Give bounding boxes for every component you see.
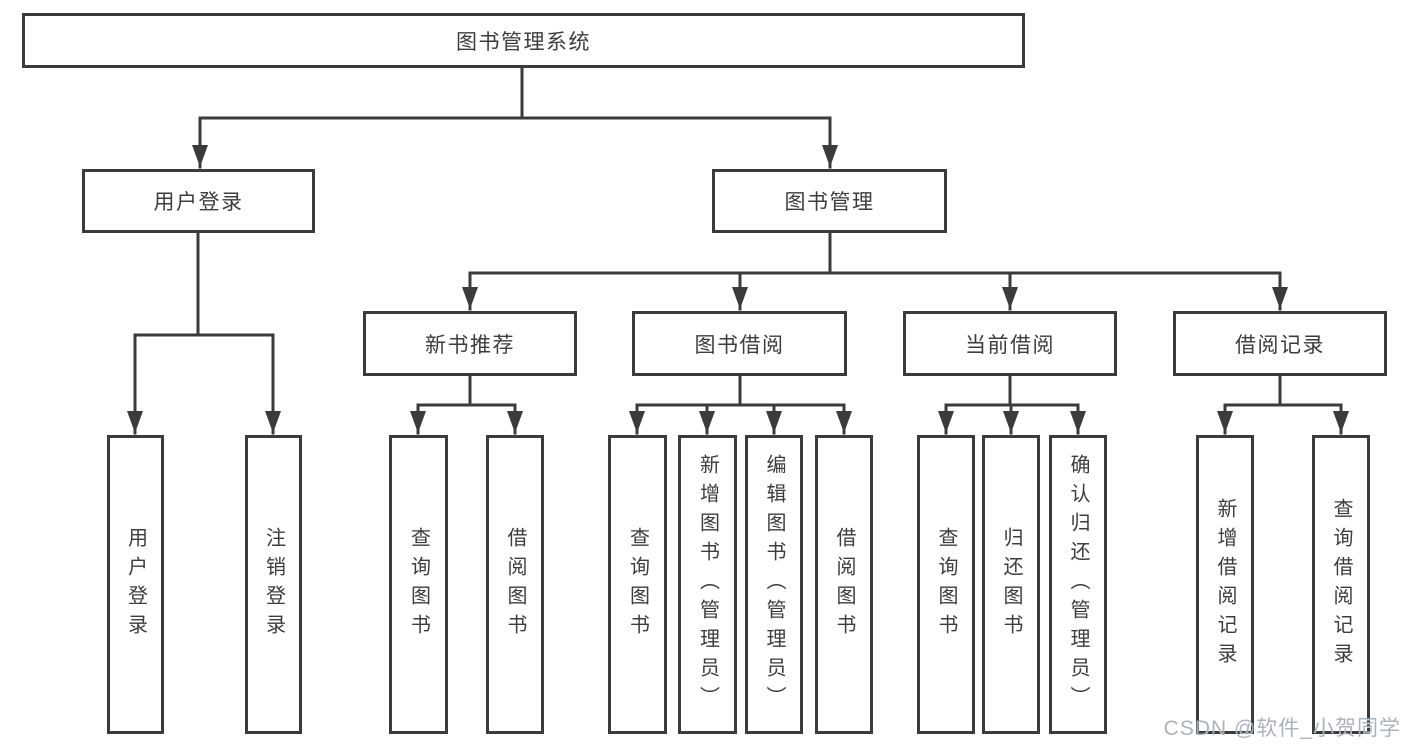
node-library-system: 图书管理系统 — [22, 13, 1025, 68]
leaf-query-books-current: 查询图书 — [917, 435, 975, 734]
leaf-query-borrow-record: 查询借阅记录 — [1312, 435, 1370, 734]
leaf-return-books: 归还图书 — [982, 435, 1040, 734]
leaf-query-books-recommend: 查询图书 — [389, 435, 448, 734]
leaf-confirm-return-admin: 确认归还（管理员） — [1049, 435, 1107, 734]
node-user-login: 用户登录 — [82, 169, 315, 233]
node-new-book-recommend: 新书推荐 — [363, 311, 577, 376]
node-current-borrow: 当前借阅 — [903, 311, 1117, 376]
leaf-query-books-borrow: 查询图书 — [608, 435, 667, 734]
node-book-borrow: 图书借阅 — [632, 311, 847, 376]
leaf-edit-book-admin: 编辑图书（管理员） — [745, 435, 803, 734]
leaf-borrow-books-recommend: 借阅图书 — [486, 435, 544, 734]
node-borrow-records: 借阅记录 — [1173, 311, 1387, 376]
leaf-borrow-books: 借阅图书 — [815, 435, 873, 734]
node-book-management: 图书管理 — [712, 169, 947, 233]
leaf-add-borrow-record: 新增借阅记录 — [1196, 435, 1254, 734]
leaf-add-book-admin: 新增图书（管理员） — [678, 435, 737, 734]
leaf-logout: 注销登录 — [245, 435, 302, 734]
leaf-user-login: 用户登录 — [107, 435, 164, 734]
